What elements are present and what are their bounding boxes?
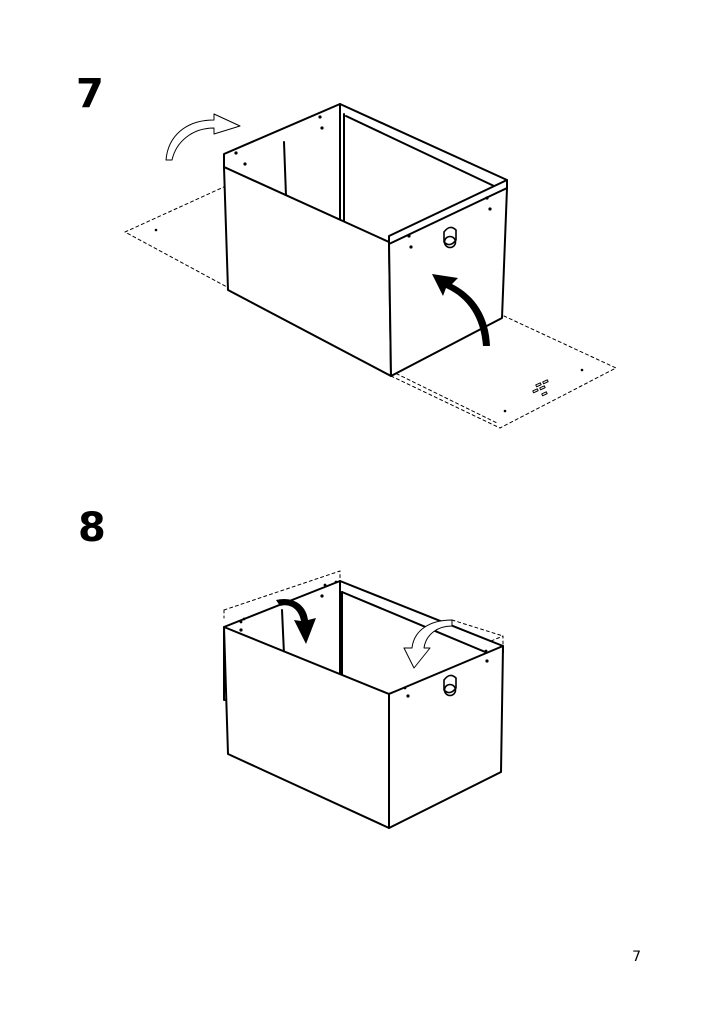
flap-holes — [154, 228, 584, 413]
page-number: 7 — [632, 949, 641, 965]
curved-arrow-icon — [432, 274, 490, 346]
curved-arrow-icon — [276, 598, 316, 644]
flattened-flap-right — [390, 315, 617, 429]
step-number: 7 — [76, 71, 104, 117]
curved-arrow-outline-icon — [165, 113, 241, 161]
flap-slots — [532, 379, 549, 397]
curved-arrow-outline-icon — [403, 619, 453, 669]
flattened-flap-left — [124, 185, 228, 288]
step-7-illustration — [124, 103, 617, 429]
ring-handle-icon — [443, 226, 457, 249]
panel-holes — [234, 115, 492, 249]
panel-holes — [239, 580, 489, 698]
step-8-illustration — [223, 570, 504, 829]
storage-box — [223, 580, 504, 829]
step-number: 8 — [78, 505, 106, 551]
ring-handle-icon — [443, 674, 457, 697]
